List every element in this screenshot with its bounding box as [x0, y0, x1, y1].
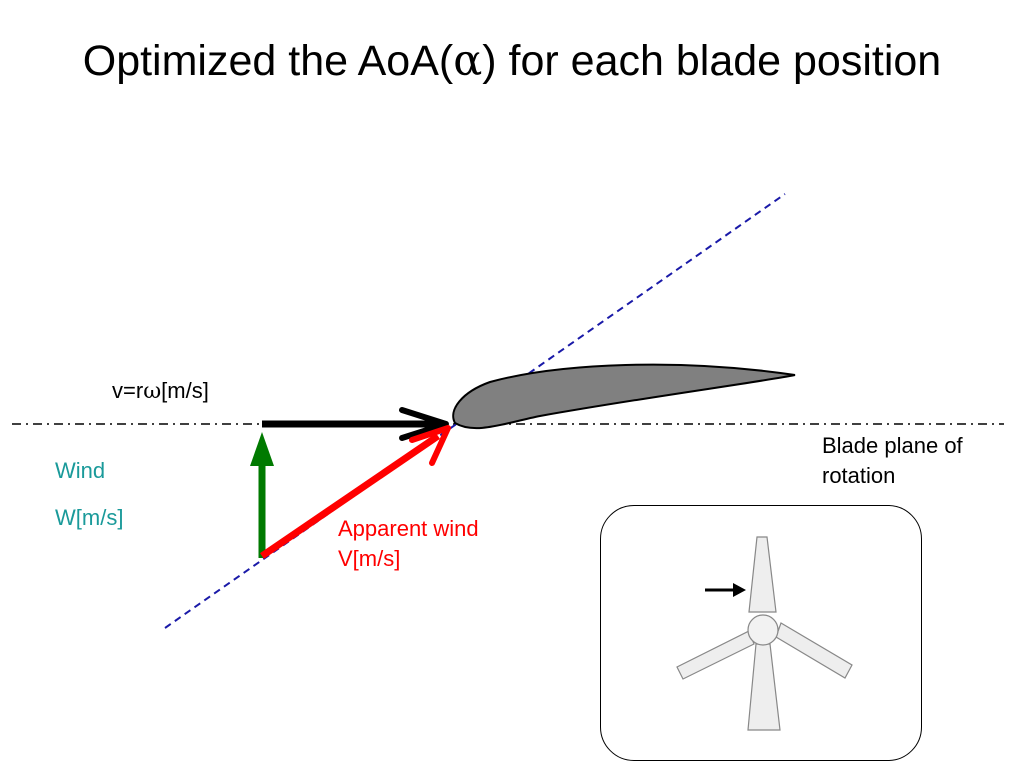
turbine-blade-top [747, 535, 777, 613]
turbine-hub [746, 613, 779, 646]
slide-title: Optimized the AoA(α) for each blade posi… [0, 36, 1024, 86]
wind-unit-label: W[m/s] [55, 505, 124, 530]
omega-symbol: ω [143, 379, 162, 404]
blade-position-arrow-icon [704, 582, 746, 597]
rotation-speed-label: v=rω[m/s] [112, 376, 209, 407]
turbine-blade-bottom [746, 642, 781, 731]
rotation-velocity-arrow [262, 407, 449, 441]
wind-velocity-arrow [250, 432, 274, 558]
blade-plane-label-line1: Blade plane of [822, 433, 963, 458]
wind-label: Wind [55, 458, 106, 483]
title-alpha-symbol: α [453, 36, 483, 86]
title-suffix: ) for each blade position [482, 37, 942, 85]
wind-turbine-illustration [675, 535, 853, 731]
airfoil [452, 363, 796, 430]
apparent-wind-label: Apparent wind [338, 516, 479, 541]
turbine-inset-box [600, 505, 922, 761]
apparent-wind-unit-label: V[m/s] [338, 546, 401, 571]
rotation-speed-suffix: [m/s] [161, 378, 209, 403]
title-prefix: Optimized the AoA( [82, 37, 454, 85]
turbine-blade-right [774, 621, 853, 679]
rotation-speed-prefix: v=r [112, 378, 144, 403]
blade-plane-label-line2: rotation [822, 463, 896, 488]
apparent-wind-arrow [260, 425, 451, 559]
turbine-blade-left [675, 629, 755, 680]
